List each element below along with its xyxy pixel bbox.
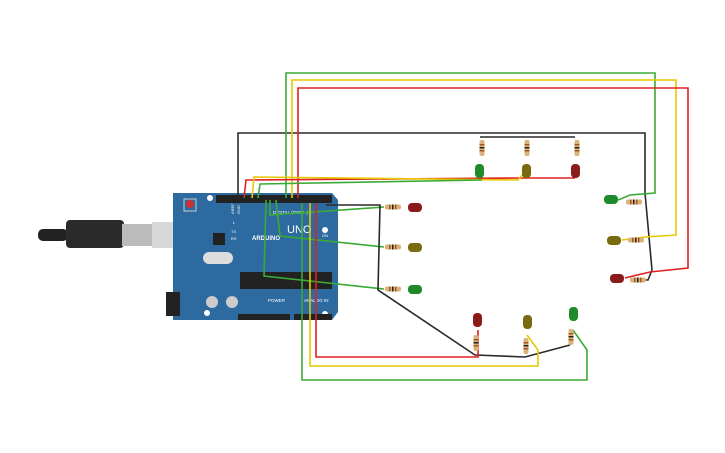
led-yellow <box>408 243 422 252</box>
wire-green-right <box>285 72 656 201</box>
digital-header <box>216 195 332 203</box>
wire-green-left2 <box>275 199 385 248</box>
led-green <box>569 307 578 321</box>
resistor <box>479 140 485 156</box>
power-jack <box>166 292 180 316</box>
resistor <box>574 140 580 156</box>
usb-cable <box>38 220 176 248</box>
wire-black-left <box>326 204 571 358</box>
digital-label: DIGITAL (PWM~) <box>273 210 308 215</box>
led-red <box>571 164 580 178</box>
aref-label: AREF <box>230 203 235 214</box>
resistor <box>626 199 642 205</box>
rx-label: RX <box>231 236 237 241</box>
wires <box>237 72 689 381</box>
resistor <box>524 140 530 156</box>
resistor <box>473 335 479 351</box>
wire-green-left1 <box>269 200 385 216</box>
atmega-chip <box>240 272 332 289</box>
led-red <box>473 313 482 327</box>
model-text: UNO <box>287 224 312 236</box>
gnd-label: GND <box>236 205 241 214</box>
led-red <box>408 203 422 212</box>
leds <box>408 164 624 329</box>
resistor <box>568 329 574 345</box>
wire-yellow-bottom <box>309 203 539 367</box>
resistors <box>385 140 646 354</box>
power-header <box>238 314 290 320</box>
led-green <box>408 285 422 294</box>
resistor <box>630 277 646 283</box>
analog-header <box>294 314 332 320</box>
on-label: ON <box>322 233 328 238</box>
led-yellow <box>523 315 532 329</box>
resistor <box>523 338 529 354</box>
wire-green-top <box>257 179 483 199</box>
brand-text: ARDUINO <box>252 236 280 242</box>
arduino-uno-board[interactable]: ARDUINO UNO DIGITAL (PWM~) POWER ANALOG … <box>166 193 338 320</box>
power-label: POWER <box>268 298 286 303</box>
resistor <box>385 204 401 210</box>
led-red <box>610 274 624 283</box>
wire-red-bottom <box>315 203 479 358</box>
l-label: L <box>233 220 236 225</box>
resistor <box>628 237 644 243</box>
wire-green-bottom <box>301 203 588 381</box>
resistor <box>385 286 401 292</box>
usb-chip <box>213 233 225 245</box>
wire-green-left3 <box>263 199 385 290</box>
led-green <box>604 195 618 204</box>
resistor <box>385 244 401 250</box>
crystal <box>203 252 233 264</box>
led-yellow <box>607 236 621 245</box>
wire-yellow-right <box>291 79 677 241</box>
reset-button[interactable] <box>186 200 194 208</box>
wire-red-right <box>297 87 689 279</box>
led-green <box>475 164 484 178</box>
led-yellow <box>522 164 531 178</box>
tx-label: TX <box>231 229 236 234</box>
wire-yellow-top <box>251 171 526 199</box>
